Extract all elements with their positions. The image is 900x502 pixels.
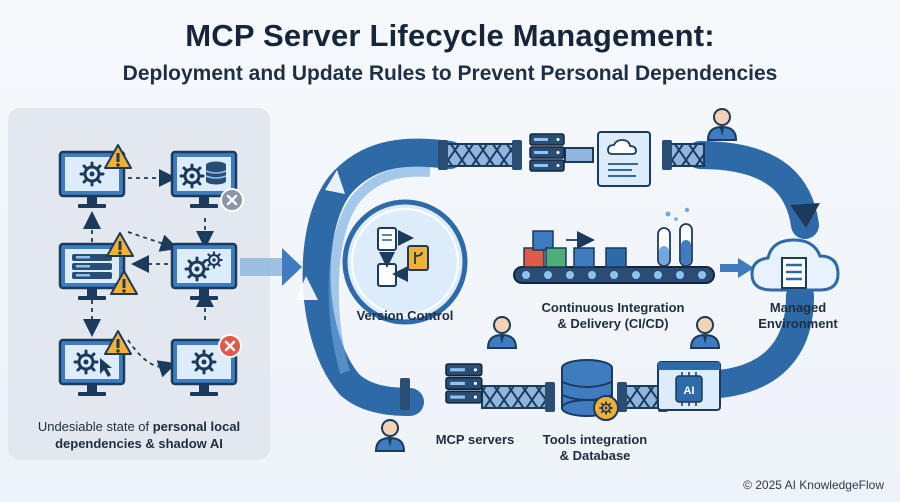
person-icon	[487, 315, 517, 349]
test-tube-icon	[657, 207, 693, 267]
managed-label-line1: Managed	[769, 300, 827, 315]
version-control-node	[342, 199, 468, 325]
cicd-label-line1: Continuous Integration	[541, 300, 685, 315]
left-panel-caption: Undesiable state of personal local depen…	[14, 418, 264, 452]
cloud-document-icon	[597, 131, 651, 187]
error-x-icon	[220, 188, 244, 212]
transition-arrow	[240, 248, 302, 286]
caption-plain: Undesiable state of	[37, 419, 153, 434]
caption-bold-2: dependencies & shadow AI	[55, 436, 223, 451]
top-pipeline	[438, 140, 705, 170]
mcp-servers-label: MCP servers	[435, 432, 515, 447]
cicd-arrow-head	[738, 258, 754, 278]
left-panel-illustration	[58, 144, 244, 398]
ai-window-icon: AI	[657, 361, 721, 411]
server-rack-icon	[529, 133, 565, 172]
database-gear-icon	[561, 359, 619, 421]
document-flow-icon	[377, 227, 429, 287]
tools-label-line1: Tools integration	[542, 432, 648, 447]
person-icon	[707, 107, 737, 141]
tools-label-line2: & Database	[559, 448, 631, 463]
conveyor-belt-icon	[513, 230, 715, 284]
bottom-pipeline	[400, 378, 668, 412]
server-rack-icon	[445, 363, 483, 404]
monitor-database-icon	[58, 242, 126, 302]
page-title: MCP Server Lifecycle Management:	[185, 18, 715, 53]
version-control-label: Version Control	[356, 308, 454, 323]
managed-environment-label: Managed Environment	[738, 300, 858, 332]
caption-bold-1: personal local	[152, 419, 241, 434]
tools-integration-label: Tools integration & Database	[530, 432, 660, 464]
cicd-label: Continuous Integration & Delivery (CI/CD…	[518, 300, 708, 332]
cicd-label-line2: & Delivery (CI/CD)	[557, 316, 669, 331]
managed-label-line2: Environment	[758, 316, 838, 331]
error-x-icon	[218, 334, 242, 358]
monitor-database-icon	[170, 150, 238, 210]
monitor-gear-icon	[58, 338, 126, 398]
copyright-footer: © 2025 AI KnowledgeFlow	[743, 478, 884, 492]
page-subtitle: Deployment and Update Rules to Prevent P…	[122, 62, 778, 85]
cloud-server-icon	[750, 238, 840, 292]
person-icon	[375, 418, 405, 452]
pipeline-loop	[296, 138, 820, 416]
ai-badge-text: AI	[684, 385, 695, 397]
monitor-gear-icon	[170, 242, 238, 302]
